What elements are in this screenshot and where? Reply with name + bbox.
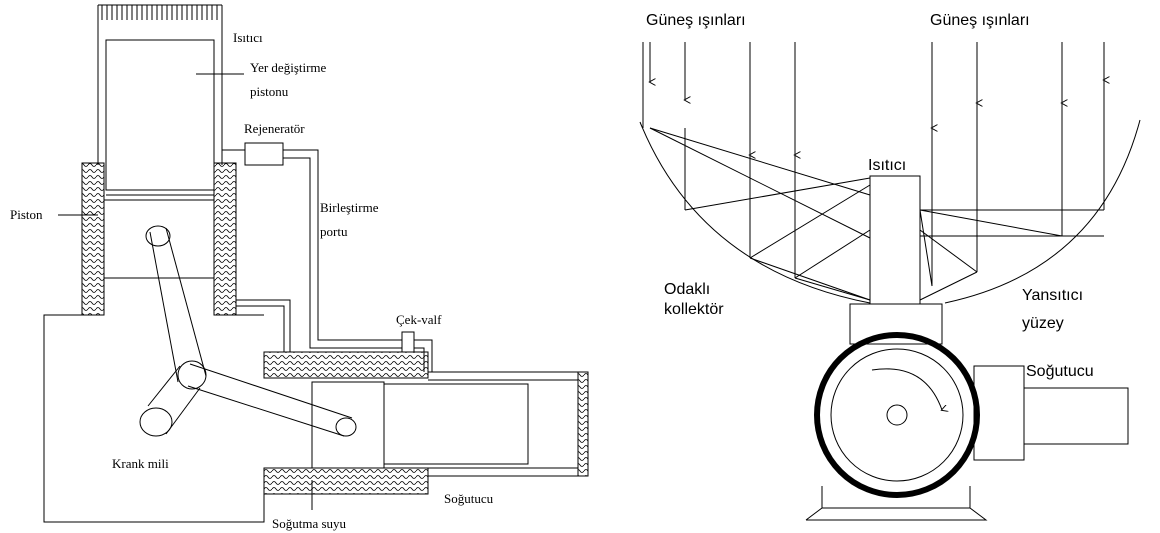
crankshaft xyxy=(139,360,207,437)
label-regenerator: Rejeneratör xyxy=(244,121,305,136)
stirling-engine-diagram xyxy=(43,4,589,523)
solar-cooler-neck xyxy=(973,365,1025,461)
label-focused-collector-2: kollektör xyxy=(664,301,724,318)
power-piston xyxy=(103,199,215,279)
engine-flywheel xyxy=(814,332,980,498)
label-displacer-2: pistonu xyxy=(250,84,289,99)
water-jacket-right xyxy=(213,162,237,316)
solar-cooler xyxy=(1023,387,1129,445)
solar-heater xyxy=(869,175,921,305)
cold-piston xyxy=(311,381,385,469)
displacer-piston xyxy=(105,39,215,191)
rotation-arrow xyxy=(871,368,942,410)
check-valve xyxy=(401,331,415,353)
water-jacket-left xyxy=(81,162,105,316)
label-reflective-surface-1: Yansıtıcı xyxy=(1022,287,1083,304)
label-cooling-water: Soğutma suyu xyxy=(272,516,347,531)
solar-stirling-diagram xyxy=(639,42,1141,521)
label-check-valve: Çek-valf xyxy=(396,312,442,327)
heater-fins xyxy=(97,4,223,20)
connecting-rod-2 xyxy=(187,363,357,437)
cold-piston-body xyxy=(383,383,529,465)
engine-head xyxy=(849,303,943,345)
label-sun-rays-left: Güneş ışınları xyxy=(646,12,746,29)
crankcase xyxy=(43,314,265,523)
reflected-rays xyxy=(649,127,1104,301)
label-focused-collector-1: Odaklı xyxy=(664,281,710,298)
label-displacer-1: Yer değiştirme xyxy=(250,60,327,75)
label-port-2: portu xyxy=(320,224,348,239)
label-piston: Piston xyxy=(10,207,43,222)
label-reflective-surface-2: yüzey xyxy=(1022,315,1064,332)
sun-rays xyxy=(642,42,1104,286)
cold-jacket-bottom xyxy=(263,467,429,495)
label-port-1: Birleştirme xyxy=(320,200,379,215)
parabolic-collector xyxy=(639,119,1141,304)
shaft-hub xyxy=(886,404,908,426)
engine-base xyxy=(805,486,988,521)
cold-jacket-top xyxy=(263,351,429,379)
regenerator xyxy=(244,142,284,166)
hot-cylinder xyxy=(97,20,223,165)
label-sun-rays-right: Güneş ışınları xyxy=(930,12,1030,29)
label-crankshaft: Krank mili xyxy=(112,456,169,471)
connecting-rod-1 xyxy=(145,225,207,383)
label-cooler: Soğutucu xyxy=(444,491,494,506)
label-solar-heater: Isıtıcı xyxy=(868,157,906,174)
connection-pipe xyxy=(222,142,433,372)
label-heater: Isıtıcı xyxy=(233,30,263,45)
label-solar-cooler: Soğutucu xyxy=(1026,363,1094,380)
